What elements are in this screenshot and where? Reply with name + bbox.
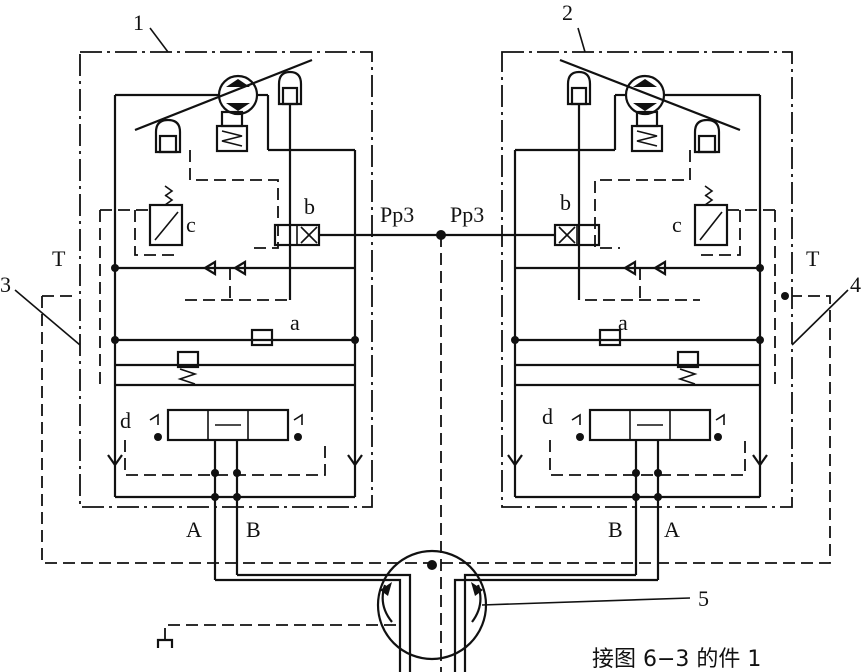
leader-4	[791, 289, 849, 346]
label-unit-1: 1	[133, 10, 144, 35]
label-valve-c-right: c	[672, 212, 682, 237]
figure-caption: 接图 6−3 的件 1	[592, 647, 761, 672]
label-valve-b-right: b	[560, 190, 571, 215]
leader-1	[149, 27, 169, 53]
unit-1-internals	[99, 58, 441, 672]
label-port-a-right: A	[664, 517, 680, 542]
label-port-b-left: B	[246, 517, 261, 542]
motor-leader	[481, 597, 691, 606]
label-valve-c-left: c	[186, 212, 196, 237]
label-4: 4	[850, 272, 861, 297]
label-valve-a-right: a	[618, 310, 628, 335]
unit-1-boundary	[79, 51, 373, 508]
label-valve-a-left: a	[290, 310, 300, 335]
pilot-junction	[436, 230, 446, 240]
leader-3	[14, 289, 81, 346]
label-port-a-left: A	[186, 517, 202, 542]
leader-2	[577, 27, 586, 53]
unit-2-boundary	[501, 51, 793, 508]
label-valve-b-left: b	[304, 194, 315, 219]
label-valve-d-left: d	[120, 408, 131, 433]
label-valve-d-right: d	[542, 404, 553, 429]
label-tank-right: T	[806, 246, 820, 271]
label-tank-left: T	[52, 246, 66, 271]
label-3: 3	[0, 272, 11, 297]
label-5: 5	[698, 586, 709, 611]
tank-symbol-bottom	[156, 638, 174, 648]
label-unit-2: 2	[562, 0, 573, 25]
label-port-b-right: B	[608, 517, 623, 542]
pilot-dashed-loop	[41, 295, 831, 564]
unit-2-internals	[441, 58, 789, 672]
label-pilot-left: Pp3	[380, 202, 414, 227]
label-pilot-right: Pp3	[450, 202, 484, 227]
